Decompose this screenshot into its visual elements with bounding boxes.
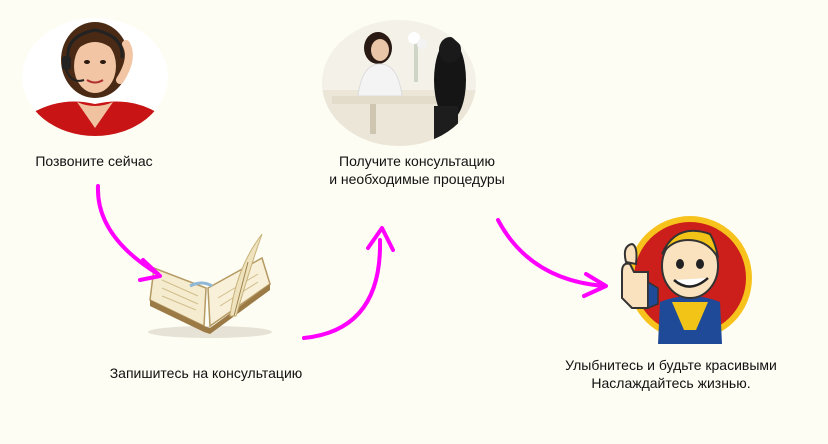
step-call-caption: Позвоните сейчас (35, 153, 153, 169)
arrow-consult-to-smile-head (582, 272, 608, 298)
arrow-consult-to-smile (496, 218, 606, 288)
arrow-signup-to-consult-head (366, 226, 395, 252)
thumbs-up-mascot-icon (621, 216, 752, 344)
book-quill-icon (148, 233, 272, 338)
arrow-signup-to-consult (302, 238, 383, 340)
consultation-photo-icon (322, 20, 476, 146)
operator-headset-icon (22, 18, 168, 136)
step-signup-caption: Запишитесь на консультацию (109, 365, 303, 381)
arrow-call-to-signup (95, 184, 160, 276)
step-smile-caption: Улыбнитесь и будьте красивыми Наслаждайт… (565, 357, 777, 391)
arrow-call-to-signup-head (138, 258, 162, 282)
step-consult-caption: Получите консультацию и необходимые проц… (329, 153, 505, 187)
